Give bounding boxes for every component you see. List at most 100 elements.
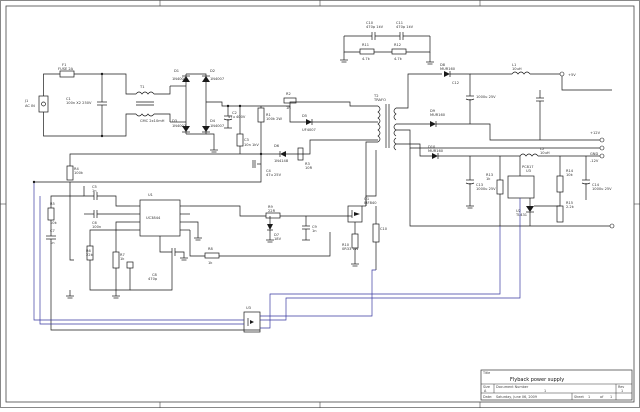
d4-value: 1N4007 <box>210 124 224 128</box>
out3-label: GND <box>590 152 598 156</box>
doc-value: 1 <box>544 389 546 393</box>
out-plus12v-pin <box>599 137 605 143</box>
inductor-l2 <box>519 153 539 157</box>
r3-value: 10R <box>305 166 313 170</box>
secondary-winding-1 <box>393 107 397 121</box>
feedback-loop-wires: U3 <box>32 180 521 333</box>
opto-phototransistor <box>243 311 261 333</box>
c8-value: 470p <box>148 277 158 281</box>
r11-ref: R11 <box>362 43 369 47</box>
c9-ref: C9 <box>312 225 318 229</box>
d7-ref: D7 <box>274 233 279 237</box>
r9-resistor <box>265 212 281 219</box>
r1-value: 100k 2W <box>266 117 282 121</box>
c13-ref: C13 <box>476 183 483 187</box>
q1-ref: Q1 <box>364 197 369 201</box>
shunt-reg-u2 <box>526 206 534 212</box>
tr1-ref: T2 <box>373 94 378 98</box>
r3-resistor <box>297 147 304 161</box>
out-minus12v-pin <box>599 153 605 159</box>
diode-d3 <box>182 126 190 132</box>
feedback-network: R13 1k U3 PC817 U2 TL431 R14 10k R15 2.2… <box>409 148 615 229</box>
c5-ref: C5 <box>92 185 97 189</box>
r11-resistor <box>359 48 375 55</box>
inductor-l1 <box>511 71 531 75</box>
out1-label: +5V <box>568 73 576 77</box>
r8-value: 1k <box>208 261 213 265</box>
c12-value: 1000u 25V <box>476 95 496 99</box>
q1-value: IRF840 <box>364 201 377 205</box>
input-section: J1 AC IN F1 FUSE 2A C1 100n X2 250V T1 C… <box>24 63 171 138</box>
u2-value: TL431 <box>515 213 527 217</box>
aux-supply: D6 1N4148 R3 10R C4 47u 25V <box>34 139 378 183</box>
d4-ref: D4 <box>210 119 216 123</box>
d3-value: 1N4007 <box>172 124 186 128</box>
t1-value: CMC 2x10mH <box>140 119 165 123</box>
diode-d2 <box>202 76 210 82</box>
c1-ref: C1 <box>66 97 71 101</box>
r13-value: 1k <box>486 177 491 181</box>
title-block: Title Flyback power supply Size A Docume… <box>480 369 633 401</box>
tr1-value: TRAFO <box>373 98 386 102</box>
f1-ref: F1 <box>62 63 66 67</box>
date-value: Saturday, June 06, 2009 <box>496 395 537 399</box>
d5-value: UF4007 <box>302 128 316 132</box>
r13-ref: R13 <box>486 173 493 177</box>
l1-ref: L1 <box>512 63 516 67</box>
feedback-ground-pin <box>609 223 615 229</box>
rev-label: Rev <box>618 385 624 389</box>
c10-ref: C10 <box>366 21 374 25</box>
size-value: A <box>484 389 487 393</box>
r6-value: 22k <box>86 253 94 257</box>
rev-value: 1 <box>621 389 623 393</box>
r2-resistor <box>283 97 297 104</box>
diode-d1 <box>182 76 190 82</box>
c11-value: 470p 1kV <box>396 25 414 29</box>
of-label: of <box>600 395 604 399</box>
vin-ref: J1 <box>24 99 28 103</box>
r5-value: 10k <box>50 221 58 225</box>
f1-value: FUSE 2A <box>58 67 74 71</box>
out-gnd-pin <box>599 145 605 151</box>
diode-d8 <box>444 71 450 77</box>
out-plus5v-pin <box>559 71 565 77</box>
r15-value: 2.2k <box>566 205 575 209</box>
c7-ref: C7 <box>50 229 55 233</box>
diode-d9 <box>430 121 436 127</box>
t1-ref: T1 <box>139 85 144 89</box>
c3-value: 10n 1kV <box>244 143 259 147</box>
opto-u3 <box>507 175 535 199</box>
c5-value: 1n <box>92 189 97 193</box>
d2-ref: D2 <box>210 69 215 73</box>
output-snubber-top: R11 4.7k R12 4.7k C10 470p 1kV C11 470p … <box>340 21 434 65</box>
c12-ref: C12 <box>452 81 459 85</box>
r12-value: 4.7k <box>394 57 403 61</box>
d7-value: 18V <box>274 237 282 241</box>
out2-label: +12V <box>590 131 601 135</box>
c4-value: 47u 25V <box>266 173 282 177</box>
vin-value: AC IN <box>25 104 35 108</box>
d10-ref: D10 <box>428 145 436 149</box>
diode-d10 <box>432 153 438 159</box>
d9-value: MUR160 <box>430 113 446 117</box>
r1-ref: R1 <box>266 113 271 117</box>
c6-ref: C6 <box>92 221 98 225</box>
r6-ref: R6 <box>86 249 91 253</box>
choke-t1-winding-b <box>135 113 155 117</box>
size-label: Size <box>483 385 490 389</box>
doc-label: Document Number <box>496 385 529 389</box>
l1-value: 10uH <box>512 67 522 71</box>
r3-ref: R3 <box>305 162 310 166</box>
r2-value: 1R <box>286 106 291 110</box>
r11-value: 4.7k <box>362 57 371 61</box>
out4-label: -12V <box>590 159 599 163</box>
d1-ref: D1 <box>174 69 179 73</box>
switch-stage: R9 22R D7 18V C9 1n Q1 IRF840 R10 0R33 1… <box>190 150 388 270</box>
d6-value: 1N4148 <box>274 159 289 163</box>
c2-value: 47u 400V <box>228 115 246 119</box>
r10-ref: R10 <box>342 243 350 247</box>
r10-value: 0R33 1W <box>342 247 359 251</box>
